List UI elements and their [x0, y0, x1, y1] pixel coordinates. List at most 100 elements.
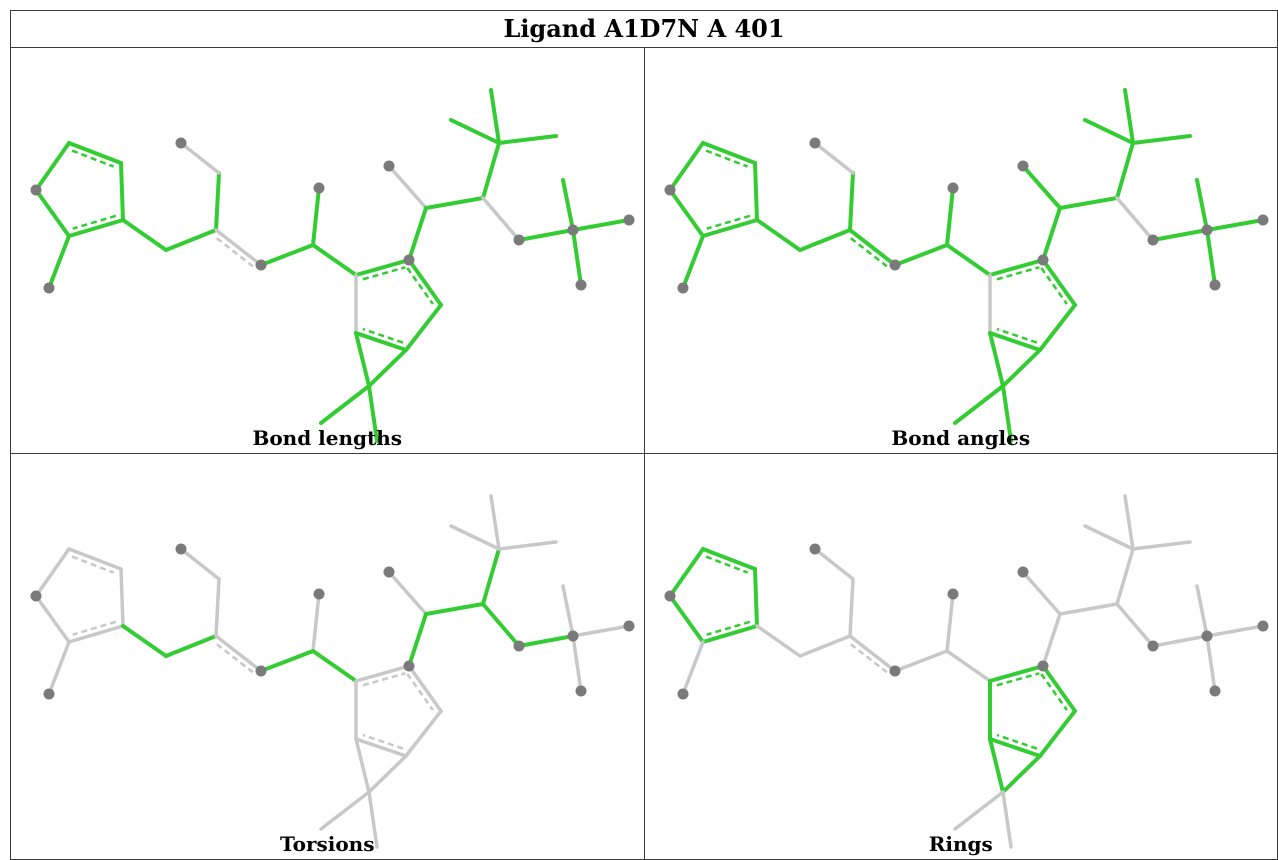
atom-c2 [313, 182, 325, 194]
bond-b2-b5 [214, 634, 263, 673]
atom-e4 [1209, 279, 1220, 291]
panel-cell-torsions: Torsions [10, 453, 645, 860]
panel-bond-angles: Bond angles [645, 48, 1278, 452]
caption-bond-lengths: Bond lengths [252, 426, 403, 450]
bond-c4-d2 [1040, 612, 1062, 668]
bond-e2-e3 [571, 218, 631, 232]
bond-a1-a2 [34, 547, 71, 598]
bond-dash-c3-c4 [362, 672, 406, 687]
bond-b1-b2 [797, 634, 852, 658]
bond-dash-c4-c5 [1039, 267, 1068, 305]
bond-dash-c3-c4 [996, 672, 1040, 687]
bond-c3-c4 [987, 664, 1045, 683]
bond-c7-c8 [354, 737, 371, 794]
bond-c7-c8 [354, 331, 371, 388]
bond-dash-a4-a5 [72, 214, 117, 230]
atom-e3 [623, 620, 635, 632]
bond-a5-a6 [680, 234, 705, 290]
bond-d4-d7 [449, 524, 501, 551]
atom-e1 [1147, 234, 1158, 246]
atom-d1 [383, 160, 395, 172]
molecule-diagram-torsions [30, 494, 635, 849]
bond-b1-b2 [164, 228, 218, 252]
bond-a4-b1 [121, 218, 168, 252]
bond-c1-c2 [311, 186, 321, 247]
bond-e2-e5 [561, 178, 575, 232]
atom-b4 [175, 137, 187, 149]
bond-c4-d2 [407, 612, 428, 668]
bond-dash-c4-c5 [406, 267, 434, 305]
bond-b3-b4 [812, 547, 855, 581]
bond-a4-b1 [121, 624, 168, 658]
bond-a4-b1 [754, 218, 802, 252]
atom-e1 [513, 640, 525, 652]
bond-d2-d3 [1057, 602, 1119, 616]
atom-e3 [1257, 620, 1268, 632]
bond-c6-c8 [367, 348, 408, 388]
atom-b4 [809, 543, 820, 555]
bond-a5-a1 [667, 594, 705, 644]
bond-dash-c6-c7 [362, 327, 404, 344]
bond-a4-a5 [67, 218, 125, 238]
bond-c7-c8 [987, 331, 1005, 388]
molecule-diagram-rings [664, 494, 1268, 849]
atom-d1 [383, 566, 395, 578]
bond-c4-d2 [1040, 206, 1062, 262]
atom-a6 [677, 282, 688, 294]
bond-e2-e4 [1204, 634, 1217, 693]
bond-d4-d5 [1122, 88, 1135, 145]
bond-a3-a4 [752, 161, 759, 222]
bond-c3-c4 [354, 664, 411, 683]
bond-d2-d1 [387, 164, 428, 210]
bond-e1-e2 [517, 634, 575, 648]
bond-c1-c2 [311, 592, 321, 653]
bond-b2-b5 [847, 634, 897, 673]
panel-cell-rings: Rings [643, 453, 1278, 860]
atom-e4 [1209, 685, 1220, 697]
bond-d4-d6 [1130, 134, 1192, 145]
bond-b2-b3 [847, 577, 855, 638]
panel-bond-lengths: Bond lengths [11, 48, 644, 452]
bond-d2-d1 [387, 570, 428, 616]
atom-c4 [1037, 660, 1048, 672]
bond-c7-c8 [987, 737, 1005, 794]
bond-b1-b2 [797, 228, 852, 252]
bond-dash-c3-c4 [996, 266, 1040, 281]
panel-torsions: Torsions [11, 454, 644, 858]
bond-b5-c1 [259, 243, 315, 267]
bond-a4-a5 [700, 624, 759, 644]
bond-c4-d2 [407, 206, 428, 262]
atom-a1 [30, 590, 42, 602]
atom-b4 [175, 543, 187, 555]
bond-group [34, 494, 631, 849]
bond-dash-a4-a5 [705, 214, 750, 230]
atom-d1 [1017, 566, 1028, 578]
bond-b2-b5 [214, 228, 263, 267]
atom-d1 [1017, 160, 1028, 172]
bond-d3-d4 [1114, 141, 1135, 200]
bond-e2-e4 [571, 634, 583, 693]
atom-e1 [1147, 640, 1158, 652]
bond-e2-e5 [1194, 584, 1209, 638]
atom-a6 [43, 282, 55, 294]
bond-e2-e3 [571, 624, 631, 638]
bond-a2-a3 [700, 547, 757, 571]
atom-c4 [403, 660, 415, 672]
bond-b2-b3 [214, 577, 221, 638]
atom-e4 [575, 685, 587, 697]
bond-d4-d6 [1130, 540, 1192, 551]
bond-d4-d6 [497, 134, 558, 145]
bond-c8-c9 [952, 384, 1005, 425]
bond-d4-d6 [497, 540, 558, 551]
bond-c5-c6 [1037, 709, 1077, 758]
figure-title: Ligand A1D7N A 401 [503, 14, 785, 43]
bond-e2-e3 [1204, 624, 1265, 638]
bond-d4-d5 [489, 494, 501, 551]
bond-d3-e1 [1114, 196, 1155, 242]
atom-b4 [809, 137, 820, 149]
bond-d4-d5 [1122, 494, 1135, 551]
bond-group [667, 494, 1265, 849]
bond-e2-e5 [561, 584, 575, 638]
bond-a3-a4 [119, 567, 125, 628]
